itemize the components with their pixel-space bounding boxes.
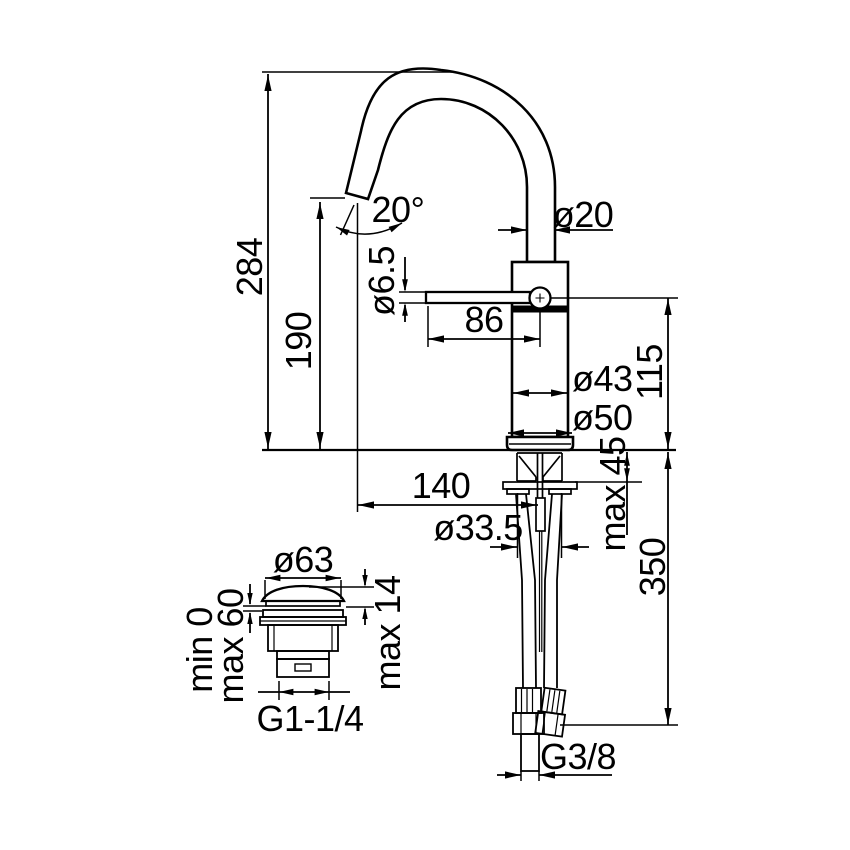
waste-tail: [276, 658, 330, 678]
dim-label-spout-height: 284: [229, 238, 270, 297]
dim-base-diameter: ø50: [508, 397, 633, 438]
dim-handle-pin-diameter: ø6.5: [361, 246, 426, 322]
supply-hose-right: [543, 493, 563, 689]
clamp-cone: [516, 452, 563, 482]
dim-label-hole-diameter: ø33.5: [433, 507, 523, 548]
dim-spout-height: 284: [229, 71, 452, 449]
dim-label-waste-thread: G1-1/4: [256, 698, 363, 739]
dim-spout-tube-diameter: ø20: [498, 194, 614, 235]
mounting-bracket: [502, 481, 578, 495]
waste-body-step: [276, 650, 330, 660]
dim-label-hose-length: 350: [632, 538, 673, 597]
dim-label-deck-max-thickness: max 45: [592, 436, 633, 551]
dim-label-spout-reach: 140: [412, 465, 471, 506]
dim-spout-angle: 20°: [334, 189, 425, 512]
pivot-cross-icon: [535, 293, 545, 303]
dim-handle-length: 86: [427, 299, 541, 347]
dim-label-spout-angle: 20°: [372, 189, 425, 230]
spout-outline: [344, 67, 557, 264]
popup-waste-structure: [259, 584, 347, 678]
threaded-rod: [535, 453, 546, 652]
dim-hose-length: 350: [560, 452, 678, 726]
faucet-structure: [262, 67, 676, 772]
dim-label-spout-tube-diameter: ø20: [553, 194, 614, 235]
dim-body-diameter: ø43: [513, 358, 633, 399]
dim-waste-thread: G1-1/4: [256, 681, 364, 739]
dim-label-waste-min-thickness: min 0: [179, 607, 220, 693]
dim-waste-cap-height: max 14: [309, 569, 408, 691]
dim-waste-cap-diameter: ø63: [264, 539, 342, 599]
dim-hose-thread: G3/8: [497, 736, 617, 781]
waste-flange-upper: [262, 609, 344, 618]
dim-label-waste-cap-diameter: ø63: [273, 539, 334, 580]
dim-spout-reach: 140: [357, 465, 538, 509]
waste-cap-rim: [265, 600, 341, 607]
dim-body-height: 115: [551, 297, 678, 449]
dim-waste-clamp-range: min 0 max 60: [179, 584, 266, 704]
dim-outlet-height: 190: [278, 197, 345, 449]
waste-body: [267, 624, 339, 652]
dim-label-waste-cap-height: max 14: [367, 575, 408, 690]
dim-label-hose-thread: G3/8: [540, 736, 616, 777]
dim-hole-diameter: ø33.5: [433, 493, 589, 558]
dim-label-waste-max-thickness: max 60: [210, 588, 251, 703]
waste-cap-dome: [260, 584, 346, 603]
dim-label-handle-pin-diameter: ø6.5: [361, 246, 402, 316]
dim-label-outlet-height: 190: [278, 312, 319, 371]
dim-label-body-height: 115: [629, 344, 670, 400]
dim-deck-max-thickness: max 45: [575, 436, 642, 552]
dim-label-body-diameter: ø43: [572, 358, 633, 399]
waste-tail-notch: [294, 663, 312, 672]
dim-label-base-diameter: ø50: [572, 397, 633, 438]
dim-label-handle-length: 86: [464, 299, 503, 340]
